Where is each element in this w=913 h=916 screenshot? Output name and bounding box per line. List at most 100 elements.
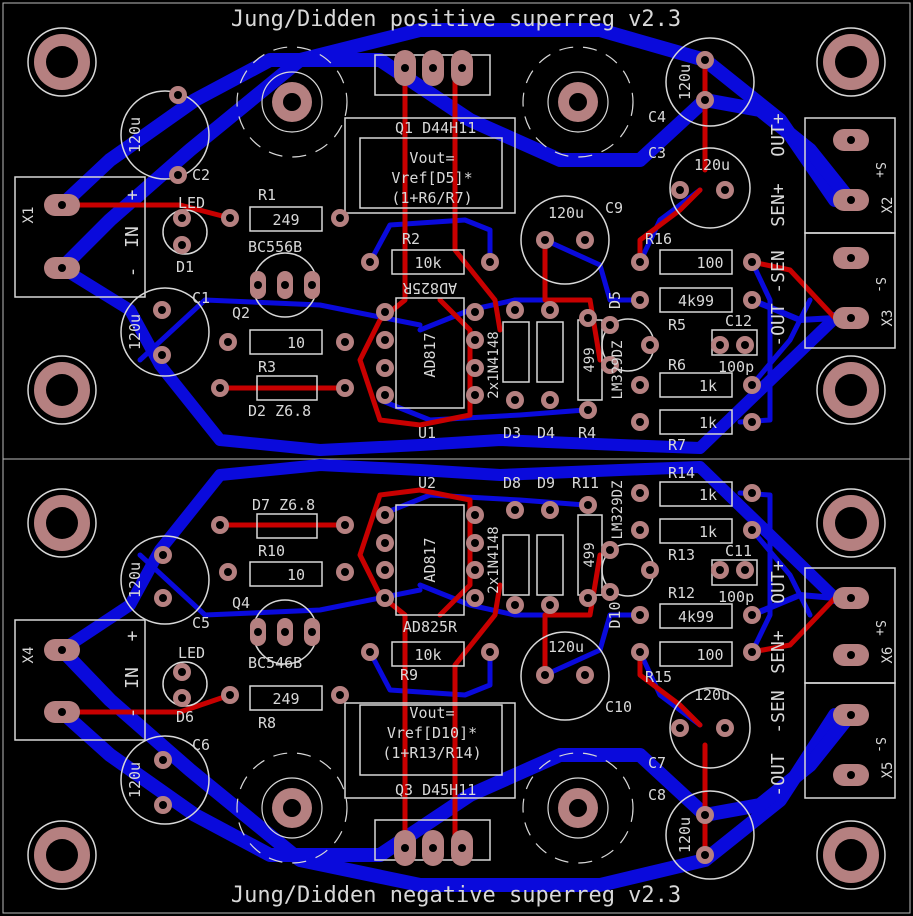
component-pad-hole bbox=[584, 406, 592, 414]
component-pad-hole bbox=[636, 648, 644, 656]
label-r4: R4 bbox=[578, 424, 596, 442]
label-c2: C2 bbox=[192, 166, 210, 184]
ic-pad-hole bbox=[471, 308, 479, 316]
label-x4: X4 bbox=[21, 647, 37, 664]
component-pad-hole bbox=[584, 501, 592, 509]
label-x3: X3 bbox=[880, 310, 896, 327]
component-pad-hole bbox=[541, 236, 549, 244]
label-out-minus-positive: -OUT bbox=[768, 303, 789, 347]
transistor-pad-hole bbox=[429, 64, 437, 72]
label-c11: C11 bbox=[725, 542, 752, 560]
label-sen-plus-negative: SEN+ bbox=[768, 630, 789, 674]
component-pad-hole bbox=[701, 811, 709, 819]
formula-line2-negative: Vref[D10]* bbox=[387, 724, 477, 742]
label-c11-value: 100p bbox=[718, 588, 754, 606]
label-x5: X5 bbox=[880, 762, 896, 779]
label-d9: D9 bbox=[537, 474, 555, 492]
component-pad-hole bbox=[366, 258, 374, 266]
component-pad-hole bbox=[741, 566, 749, 574]
component-pad-hole bbox=[636, 296, 644, 304]
label-r8-value: 249 bbox=[272, 690, 299, 708]
component-pad-hole bbox=[226, 691, 234, 699]
ic-pad-hole bbox=[381, 364, 389, 372]
bottom-copper-layer bbox=[55, 23, 857, 892]
ic-pad-hole bbox=[381, 539, 389, 547]
label-d6: D6 bbox=[176, 708, 194, 726]
ic-pad-hole bbox=[471, 539, 479, 547]
label-r10-value: 10 bbox=[287, 566, 305, 584]
label-r10: R10 bbox=[258, 542, 285, 560]
component-pad-hole bbox=[541, 671, 549, 679]
ic-pad-hole bbox=[381, 594, 389, 602]
formula-line2-positive: Vref[D5]* bbox=[391, 169, 472, 187]
component-pad-hole bbox=[159, 756, 167, 764]
heatsink-screw-pad-hole bbox=[569, 93, 587, 111]
label-r14-value: 1k bbox=[699, 486, 717, 504]
label-c1-value: 120u bbox=[126, 314, 144, 350]
mounting-hole-pad-hole bbox=[835, 374, 867, 406]
label-u1: U1 bbox=[418, 424, 436, 442]
terminal-pad-hole bbox=[847, 771, 855, 779]
component-pad-hole bbox=[178, 241, 186, 249]
component-pad-hole bbox=[158, 351, 166, 359]
label-r13: R13 bbox=[668, 546, 695, 564]
component-pad-hole bbox=[748, 611, 756, 619]
label-r3-value: 10 bbox=[287, 334, 305, 352]
mounting-hole-pad-hole bbox=[46, 839, 78, 871]
label-d7: D7 Z6.8 bbox=[252, 496, 315, 514]
component-pad-hole bbox=[174, 171, 182, 179]
component-pad-hole bbox=[216, 384, 224, 392]
mounting-hole-pad-hole bbox=[46, 46, 78, 78]
component-pad-hole bbox=[546, 396, 554, 404]
component-pad-hole bbox=[336, 691, 344, 699]
label-bc546b: BC546B bbox=[248, 654, 302, 672]
label-c5-value: 120u bbox=[126, 562, 144, 598]
label-d1: D1 bbox=[176, 258, 194, 276]
label-sen-plus-positive: SEN+ bbox=[768, 183, 789, 227]
terminal-pad-hole bbox=[847, 711, 855, 719]
label-led-negative: LED bbox=[178, 644, 205, 662]
component-pad-hole bbox=[511, 601, 519, 609]
component-pad-hole bbox=[341, 384, 349, 392]
label-in-minus-positive: - bbox=[122, 267, 143, 278]
formula-line3-positive: (1+R6/R7) bbox=[391, 189, 472, 207]
label-c9: C9 bbox=[605, 199, 623, 217]
component-pad-hole bbox=[646, 566, 654, 574]
transistor-pad-hole bbox=[458, 844, 466, 852]
label-s-minus-negative: S- bbox=[872, 737, 887, 753]
heatsink-fins bbox=[236, 46, 634, 864]
bc-transistor-pad-hole bbox=[254, 628, 262, 636]
label-lm329dz-negative: LM329DZ bbox=[610, 480, 626, 539]
component-pad-hole bbox=[159, 594, 167, 602]
label-s-minus-positive: S- bbox=[872, 277, 887, 293]
label-r3: R3 bbox=[258, 358, 276, 376]
label-r1-value: 249 bbox=[272, 211, 299, 229]
component-pad-hole bbox=[224, 568, 232, 576]
label-r16: R16 bbox=[645, 230, 672, 248]
label-u2-part2: AD825R bbox=[403, 618, 458, 636]
component-pad-hole bbox=[606, 361, 614, 369]
transistor-pad-hole bbox=[429, 844, 437, 852]
ic-pad-hole bbox=[471, 391, 479, 399]
label-x1: X1 bbox=[21, 207, 37, 224]
label-out-plus-negative: OUT+ bbox=[768, 560, 789, 604]
component-pad-hole bbox=[748, 418, 756, 426]
component-pad-hole bbox=[336, 214, 344, 222]
component-pad-hole bbox=[366, 648, 374, 656]
label-s-plus-positive: S+ bbox=[872, 162, 887, 178]
label-c1: C1 bbox=[192, 289, 210, 307]
label-r11: R11 bbox=[572, 474, 599, 492]
label-d10: D10 bbox=[606, 601, 624, 628]
terminal-pad-hole bbox=[847, 254, 855, 262]
terminal-pad-hole bbox=[847, 651, 855, 659]
label-s-plus-negative: S+ bbox=[872, 620, 887, 636]
label-in-minus-negative: - bbox=[122, 708, 143, 719]
label-in-positive: IN bbox=[122, 226, 143, 248]
label-x2: X2 bbox=[880, 197, 896, 214]
label-c7-value: 120u bbox=[694, 686, 730, 704]
component-pad-hole bbox=[486, 648, 494, 656]
label-r2-value: 10k bbox=[414, 254, 441, 272]
pads-layer bbox=[34, 34, 879, 883]
component-pad-hole bbox=[748, 489, 756, 497]
